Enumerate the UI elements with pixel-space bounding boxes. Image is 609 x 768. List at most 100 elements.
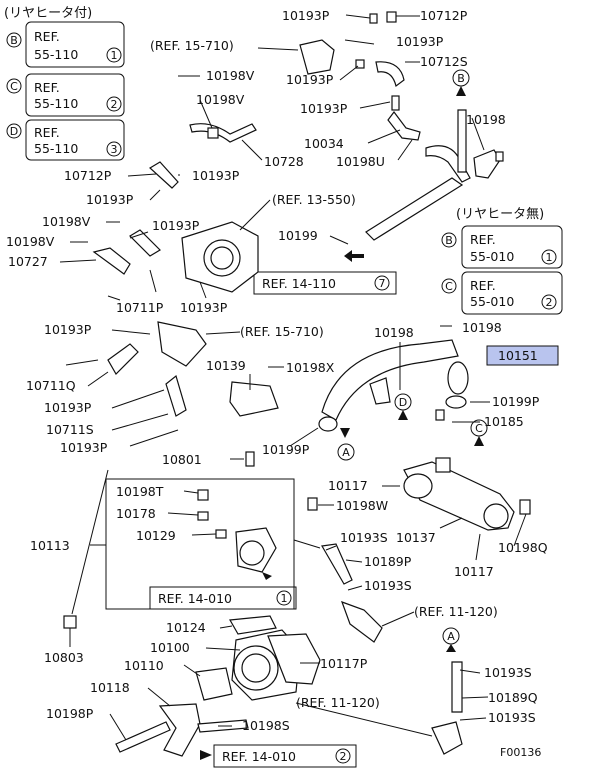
part-label[interactable]: 10193P bbox=[60, 440, 108, 455]
part-label[interactable]: 10193P bbox=[300, 101, 348, 116]
part-label[interactable]: 10034 bbox=[304, 136, 344, 151]
part-label[interactable]: 10193S bbox=[364, 578, 412, 593]
part-label[interactable]: 10198U bbox=[336, 154, 385, 169]
ref-box-line1: REF. bbox=[470, 232, 496, 247]
part-label[interactable]: 10117P bbox=[320, 656, 368, 671]
ref-box-line2: 55-010 bbox=[470, 249, 514, 264]
svg-text:B: B bbox=[457, 72, 465, 85]
part-label[interactable]: 10198P bbox=[46, 706, 94, 721]
part-label[interactable]: 10137 bbox=[396, 530, 436, 545]
part-label[interactable]: 10728 bbox=[264, 154, 304, 169]
ref-box-circle-letter: C bbox=[10, 80, 18, 93]
part-label[interactable]: 10801 bbox=[162, 452, 202, 467]
part-label[interactable]: 10198 bbox=[374, 325, 414, 340]
part-label[interactable]: 10711P bbox=[116, 300, 164, 315]
ref-box-line1: REF. bbox=[34, 80, 60, 95]
part-label[interactable]: 10198W bbox=[336, 498, 388, 513]
part-label[interactable]: 10712S bbox=[420, 54, 468, 69]
part-label[interactable]: 10193P bbox=[282, 8, 330, 23]
paren-ref-11-120-right[interactable]: (REF. 11-120) bbox=[414, 604, 498, 619]
part-label[interactable]: 10113 bbox=[30, 538, 70, 553]
ref-text: REF. 14-010 bbox=[158, 591, 232, 606]
ref-box-line1: REF. bbox=[34, 29, 60, 44]
part-label[interactable]: 10198V bbox=[42, 214, 91, 229]
part-label[interactable]: 10193P bbox=[396, 34, 444, 49]
ref-box-b-010[interactable]: B REF. 55-010 1 bbox=[441, 225, 563, 269]
ref-14-010-2-box[interactable]: REF. 14-010 2 bbox=[213, 744, 357, 768]
part-label[interactable]: 10110 bbox=[124, 658, 164, 673]
part-label[interactable]: 10189Q bbox=[488, 690, 538, 705]
part-label[interactable]: 10803 bbox=[44, 650, 84, 665]
ref-text: REF. 14-010 bbox=[222, 749, 296, 764]
part-label[interactable]: 10118 bbox=[90, 680, 130, 695]
part-label[interactable]: 10117 bbox=[328, 478, 368, 493]
ref-box-circle-letter: B bbox=[10, 34, 18, 47]
ref-box-c-110[interactable]: C REF. 55-110 2 bbox=[6, 73, 125, 117]
part-label[interactable]: 10712P bbox=[420, 8, 468, 23]
ref-box-c-010[interactable]: C REF. 55-010 2 bbox=[441, 271, 563, 315]
part-label[interactable]: 10117 bbox=[454, 564, 494, 579]
part-label[interactable]: 10193S bbox=[488, 710, 536, 725]
part-label[interactable]: 10198 bbox=[466, 112, 506, 127]
ref-num: 2 bbox=[340, 750, 347, 763]
marker-c: C bbox=[470, 419, 488, 437]
svg-text:A: A bbox=[342, 446, 350, 459]
part-label[interactable]: 10198T bbox=[116, 484, 164, 499]
part-label[interactable]: 10193P bbox=[180, 300, 228, 315]
part-label[interactable]: 10178 bbox=[116, 506, 156, 521]
header-rear-heater-without: (リヤヒータ無) bbox=[456, 207, 544, 222]
ref-box-num: 2 bbox=[546, 296, 553, 309]
part-label[interactable]: 10711S bbox=[46, 422, 94, 437]
part-label[interactable]: 10193S bbox=[484, 665, 532, 680]
part-label[interactable]: 10193P bbox=[86, 192, 134, 207]
ref-box-line2: 55-110 bbox=[34, 96, 78, 111]
paren-ref-15-710-top[interactable]: (REF. 15-710) bbox=[150, 38, 234, 53]
part-label[interactable]: 10198V bbox=[6, 234, 55, 249]
part-label[interactable]: 10727 bbox=[8, 254, 48, 269]
marker-b: B bbox=[452, 69, 470, 87]
paren-ref-13-550[interactable]: (REF. 13-550) bbox=[272, 192, 356, 207]
part-label[interactable]: 10198S bbox=[242, 718, 290, 733]
part-label[interactable]: 10193P bbox=[152, 218, 200, 233]
ref-14-110-box[interactable]: REF. 14-110 7 bbox=[253, 271, 397, 295]
part-label[interactable]: 10100 bbox=[150, 640, 190, 655]
part-label[interactable]: 10193P bbox=[44, 322, 92, 337]
part-label[interactable]: 10139 bbox=[206, 358, 246, 373]
part-label[interactable]: 10198Q bbox=[498, 540, 548, 555]
ref-num: 1 bbox=[281, 592, 288, 605]
svg-text:D: D bbox=[399, 396, 407, 409]
part-label[interactable]: 10198 bbox=[462, 320, 502, 335]
ref-box-d-110[interactable]: D REF. 55-110 3 bbox=[6, 119, 125, 161]
part-label[interactable]: 10199P bbox=[262, 442, 310, 457]
part-label[interactable]: 10199P bbox=[492, 394, 540, 409]
ref-num: 7 bbox=[379, 277, 386, 290]
part-label[interactable]: 10198X bbox=[286, 360, 335, 375]
part-label[interactable]: 10129 bbox=[136, 528, 176, 543]
part-label[interactable]: 10193P bbox=[192, 168, 240, 183]
ref-box-num: 3 bbox=[111, 143, 118, 156]
part-label[interactable]: 10712P bbox=[64, 168, 112, 183]
highlight-part-10151[interactable]: 10151 bbox=[486, 345, 559, 366]
part-label[interactable]: 10198V bbox=[196, 92, 245, 107]
ref-box-num: 2 bbox=[111, 98, 118, 111]
part-label[interactable]: 10189P bbox=[364, 554, 412, 569]
ref-text: REF. 14-110 bbox=[262, 276, 336, 291]
part-label[interactable]: 10198V bbox=[206, 68, 255, 83]
ref-box-b-110[interactable]: B REF. 55-110 1 bbox=[6, 21, 125, 68]
part-label[interactable]: 10193S bbox=[340, 530, 388, 545]
paren-ref-11-120-bottom[interactable]: (REF. 11-120) bbox=[296, 695, 380, 710]
part-label[interactable]: 10193P bbox=[286, 72, 334, 87]
ref-box-num: 1 bbox=[546, 251, 553, 264]
part-label[interactable]: 10124 bbox=[166, 620, 206, 635]
ref-box-num: 1 bbox=[111, 49, 118, 62]
part-label[interactable]: 10185 bbox=[484, 414, 524, 429]
part-label[interactable]: 10199 bbox=[278, 228, 318, 243]
part-label[interactable]: 10193P bbox=[44, 400, 92, 415]
ref-14-010-1-box[interactable]: REF. 14-010 1 bbox=[149, 586, 297, 610]
highlight-label: 10151 bbox=[498, 348, 538, 363]
paren-ref-15-710-mid[interactable]: (REF. 15-710) bbox=[240, 324, 324, 339]
ref-box-circle-letter: B bbox=[445, 234, 453, 247]
part-label[interactable]: 10711Q bbox=[26, 378, 76, 393]
ref-box-line2: 55-010 bbox=[470, 294, 514, 309]
